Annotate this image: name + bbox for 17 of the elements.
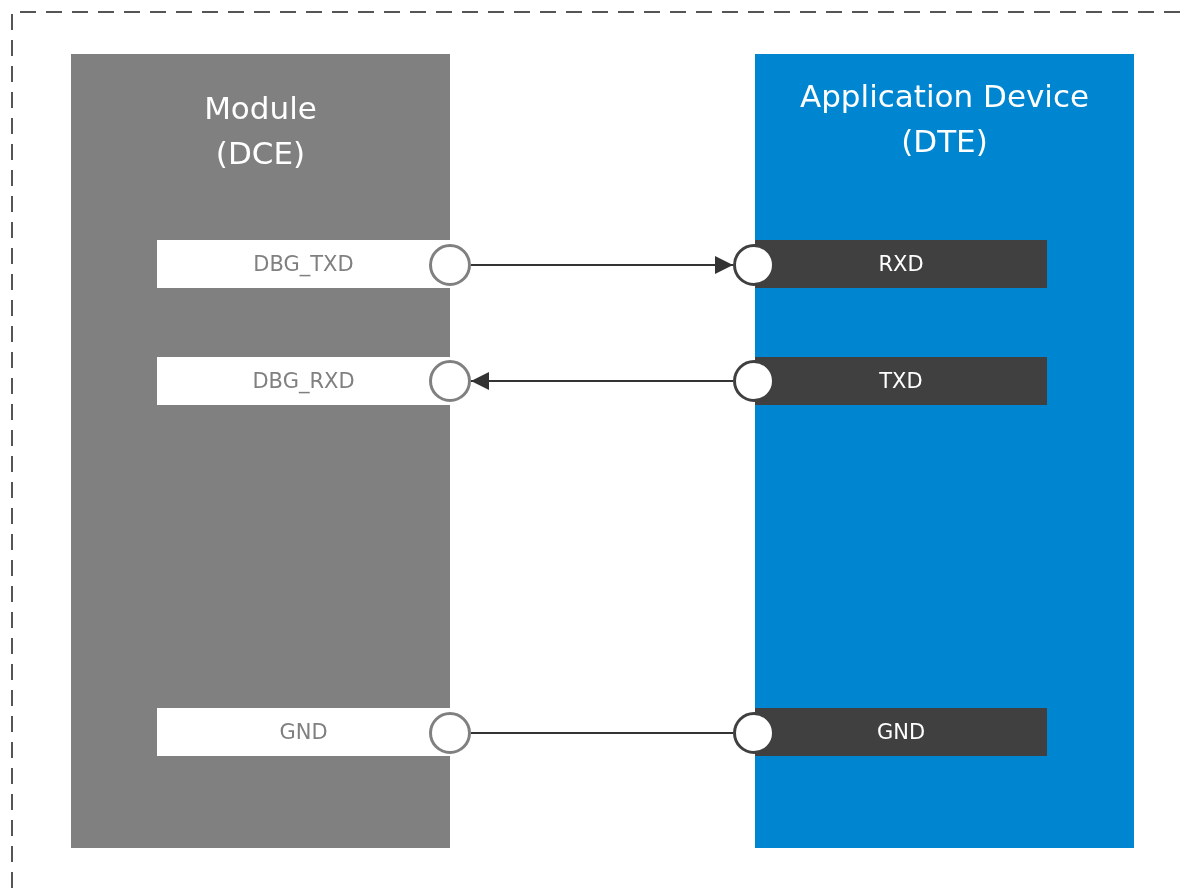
signal-line: [470, 372, 734, 390]
pin-circle: [733, 360, 775, 402]
pin-circle: [429, 244, 471, 286]
panel-title: Application Device (DTE): [798, 77, 1091, 161]
pin-label: RXD: [755, 240, 1047, 288]
pin-label: TXD: [755, 357, 1047, 405]
pin-circle: [429, 360, 471, 402]
pin-label: DBG_RXD: [157, 357, 450, 405]
signal-line: [470, 256, 734, 274]
pin-label: GND: [157, 708, 450, 756]
pin-label: GND: [755, 708, 1047, 756]
pin-label: DBG_TXD: [157, 240, 450, 288]
module-panel: [71, 54, 450, 848]
pin-circle: [429, 712, 471, 754]
device-panel: [755, 54, 1134, 848]
signal-line: [470, 732, 734, 734]
panel-title: Module (DCE): [203, 89, 318, 173]
